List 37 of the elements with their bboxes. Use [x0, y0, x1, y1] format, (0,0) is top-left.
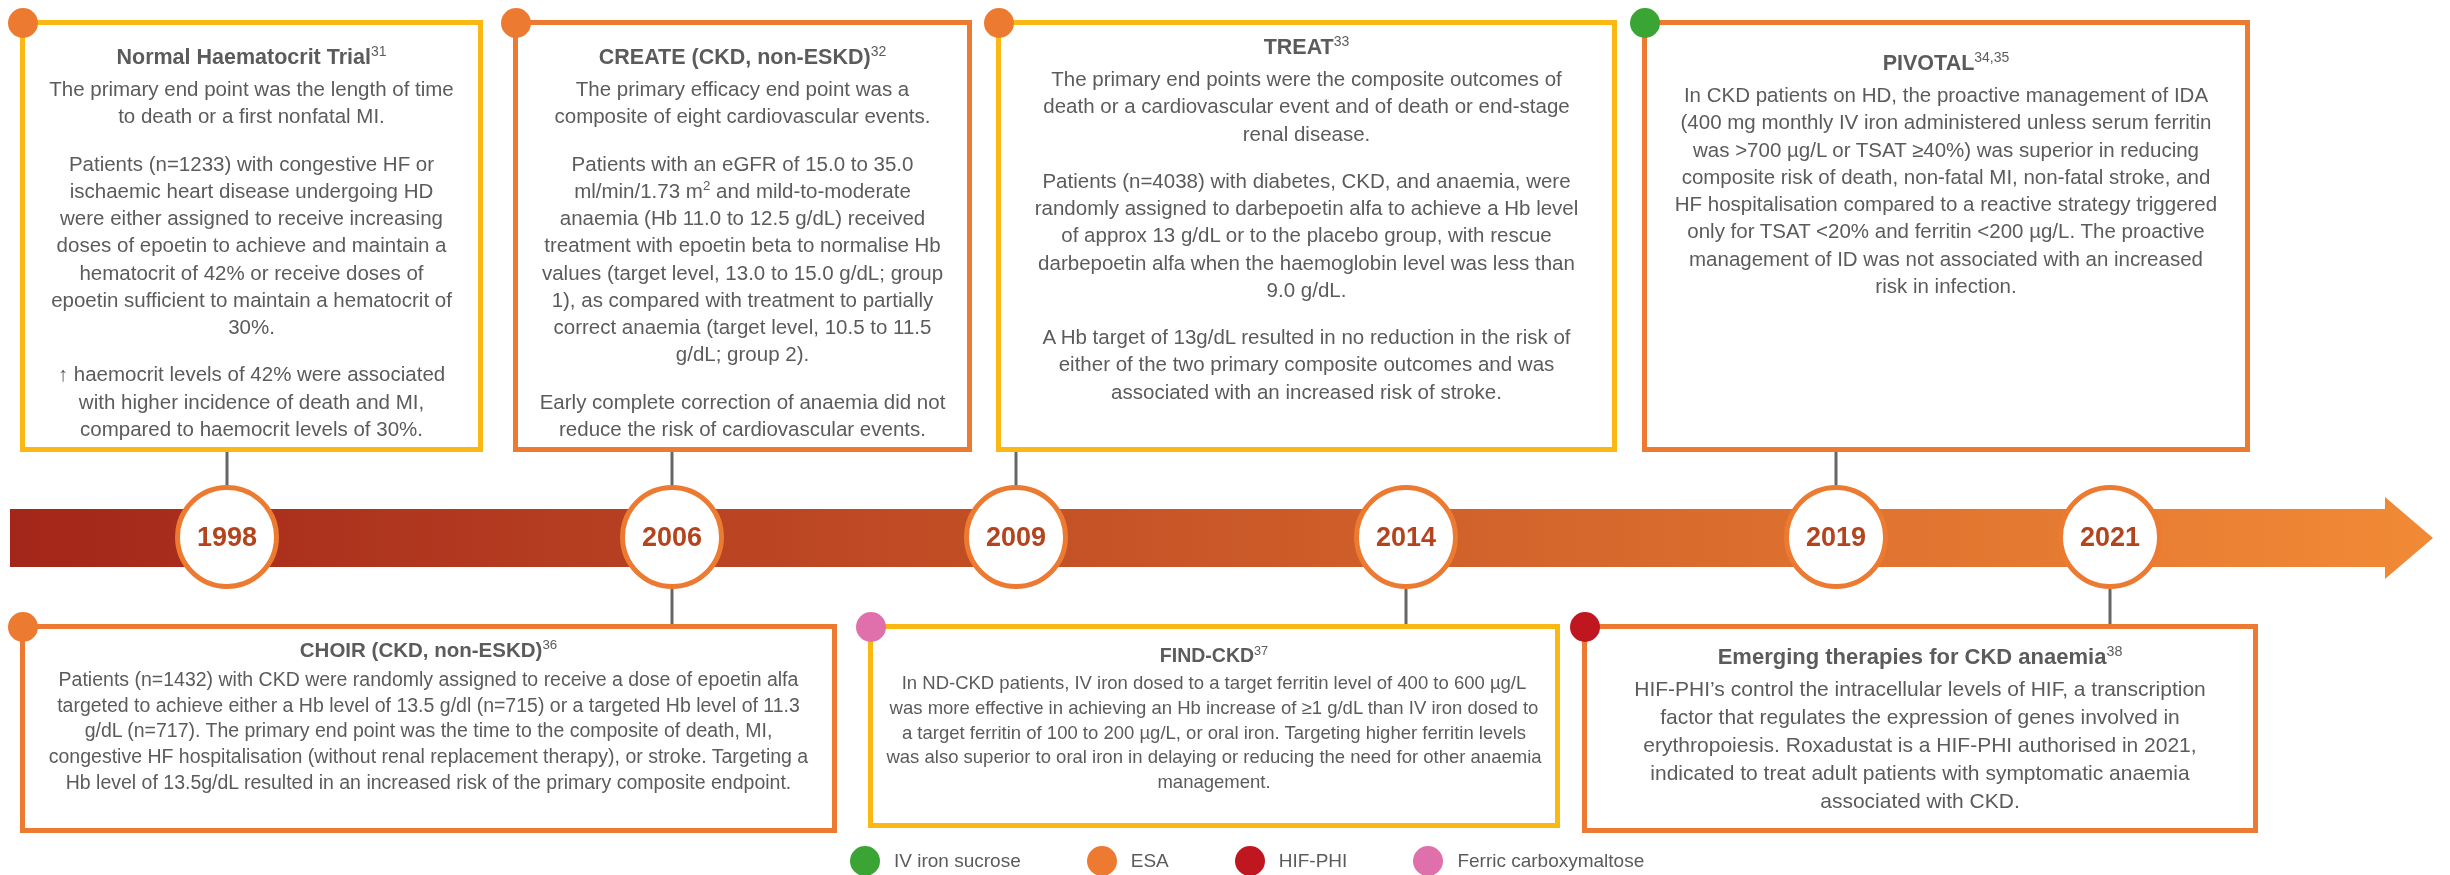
- card-text: Patients (n=1432) with CKD were randomly assigned to receive a dose of epoetin alfa targeted to achieve either a Hb level of 13.5 g/dl (n=715) or a targeted Hb level of 11.3 g/dL (n=717). The primary end point was the time to the composite of death, MI, congestive HF hospitalisation (without renal replacement therapy), or stroke. Targeting a Hb level of 13.5g/dL resulted in an increased risk of the primary composite endpoint.: [47, 666, 810, 796]
- legend-label: ESA: [1130, 850, 1169, 872]
- legend-label: HIF-PHI: [1278, 850, 1348, 872]
- legend-label: Ferric carboxymaltose: [1457, 850, 1645, 872]
- year-label: 2019: [1805, 521, 1867, 553]
- year-label: 2014: [1375, 521, 1437, 553]
- connector-line: [1834, 452, 1838, 485]
- card-title: Emerging therapies for CKD anaemia$^{38}$: [1717, 643, 2123, 671]
- year-label: 2009: [985, 521, 1047, 553]
- connector-line: [1404, 589, 1408, 624]
- card-title: FIND-CKD$^{37}$: [1159, 643, 1269, 668]
- connector-line: [225, 452, 229, 485]
- connector-line: [1014, 452, 1018, 485]
- card-text: The primary end points were the composite outcomes of death or a cardiovascular event and of death or end-stage renal disease.: [1042, 66, 1571, 147]
- card-title: CREATE (CKD, non-ESKD)$^{32}$: [598, 43, 887, 72]
- card-text: Early complete correction of anaemia did not reduce the risk of cardiovascular events.: [538, 388, 947, 442]
- card-title: TREAT$^{33}$: [1263, 33, 1350, 62]
- card-text: The primary end point was the length of time to death or a first nonfatal MI.: [48, 76, 455, 130]
- card-text: Patients (n=4038) with diabetes, CKD, and anaemia, were randomly assigned to darbepoetin alfa to achieve a Hb level of approx 13 g/dL or to the placebo group, with rescue darbepoetin alfa when the haemoglobin level was less than 9.0 g/dL.: [1033, 167, 1580, 303]
- legend-label: IV iron sucrose: [894, 850, 1021, 872]
- card-text: HIF-PHI’s control the intracellular levels of HIF, a transcription factor that regulates the expression of genes involved in erythropoiesis. Roxadustat is a HIF-PHI authorised in 2021, indicated to treat adult patients with symptomatic anaemia associated with CKD.: [1633, 675, 2207, 814]
- card-text: A Hb target of 13g/dL resulted in no reduction in the risk of either of the two primary composite outcomes and was associated with an increased risk of stroke.: [1041, 324, 1572, 405]
- card-text: Patients (n=1233) with congestive HF or ischaemic heart disease undergoing HD were either assigned to receive increasing doses of epoetin to achieve and maintain a hematocrit of 42% or receive doses of epoetin sufficient to maintain a hematocrit of 30%.: [50, 150, 453, 341]
- connector-line: [670, 589, 674, 624]
- year-label: 1998: [196, 521, 258, 553]
- year-label: 2006: [641, 521, 703, 553]
- card-title: CHOIR (CKD, non-ESKD)$^{36}$: [299, 637, 558, 663]
- card-text: The primary efficacy end point was a composite of eight cardiovascular events.: [553, 76, 932, 130]
- card-text: ↑ haemocrit levels of 42% were associated with higher incidence of death and MI, compared to haemocrit levels of 30%.: [56, 361, 447, 442]
- year-label: 2021: [2079, 521, 2141, 553]
- card-text: In CKD patients on HD, the proactive management of IDA (400 mg monthly IV iron administered unless serum ferritin was >700 µg/L or TSAT ≥40%) was superior in reducing composite risk of death, non-fatal MI, non-fatal stroke, and HF hospitalisation compared to a reactive strategy triggered only for TSAT <20% and ferritin <200 µg/L. The proactive management of ID was not associated with an increased risk in infection.: [1673, 82, 2219, 299]
- card-title: Normal Haematocrit Trial$^{31}$: [116, 43, 387, 72]
- card-text: Patients with an eGFR of 15.0 to 35.0 ml/min/1.73 m$^{2}$ and mild-to-moderate anaemia (Hb 11.0 to 12.5 g/dL) received treatment with epoetin beta to normalise Hb values (target level, 13.0 to 15.0 g/dL; group 1), as compared with treatment to partially correct anaemia (target level, 10.5 to 11.5 g/dL; group 2).: [540, 150, 945, 368]
- connector-line: [670, 452, 674, 485]
- card-text: In ND-CKD patients, IV iron dosed to a target ferritin level of 400 to 600 µg/L was more effective in achieving an Hb increase of ≥1 g/dL than IV iron dosed to a target ferritin of 100 to 200 µg/L, or oral iron. Targeting higher ferritin levels was also superior to oral iron in delaying or reducing the need for other anaemia management.: [885, 671, 1543, 794]
- connector-line: [2108, 589, 2112, 624]
- card-title: PIVOTAL$^{34,35}$: [1882, 49, 2010, 78]
